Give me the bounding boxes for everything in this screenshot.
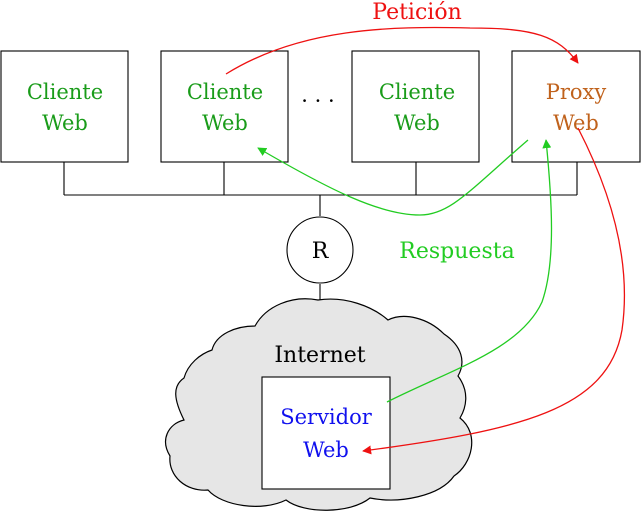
client-label-line1: Cliente	[379, 80, 455, 104]
servidor-web: Servidor Web	[261, 376, 391, 490]
proxy-label-line2: Web	[553, 111, 599, 135]
response-arrow-proxy-to-client	[257, 139, 529, 216]
client-box	[0, 50, 129, 163]
response-arrow-server-to-proxy	[386, 139, 553, 403]
request-arrow-proxy-to-server	[362, 127, 625, 455]
router-node	[286, 216, 354, 284]
client-box	[160, 50, 289, 163]
client-label-line1: Cliente	[187, 80, 263, 104]
client-web-2: Cliente Web	[160, 50, 289, 163]
server-label-line1: Servidor	[280, 405, 373, 429]
proxy-label-line1: Proxy	[546, 80, 607, 104]
response-label: Respuesta	[399, 239, 514, 264]
client-label-line2: Web	[202, 111, 248, 135]
proxy-box	[511, 50, 641, 163]
request-label: Petición	[372, 0, 461, 25]
client-label-line1: Cliente	[27, 80, 103, 104]
server-label-line2: Web	[303, 438, 349, 462]
client-web-3: Cliente Web	[351, 50, 480, 163]
client-box	[351, 50, 480, 163]
server-box	[261, 376, 391, 490]
ellipsis-label: · · ·	[301, 89, 334, 113]
request-arrow-client-to-proxy	[225, 26, 579, 75]
client-label-line2: Web	[394, 111, 440, 135]
client-label-line2: Web	[42, 111, 88, 135]
internet-label: Internet	[274, 343, 365, 368]
proxy-web: Proxy Web	[511, 50, 641, 163]
client-web-1: Cliente Web	[0, 50, 129, 163]
router-label: R	[312, 239, 330, 264]
